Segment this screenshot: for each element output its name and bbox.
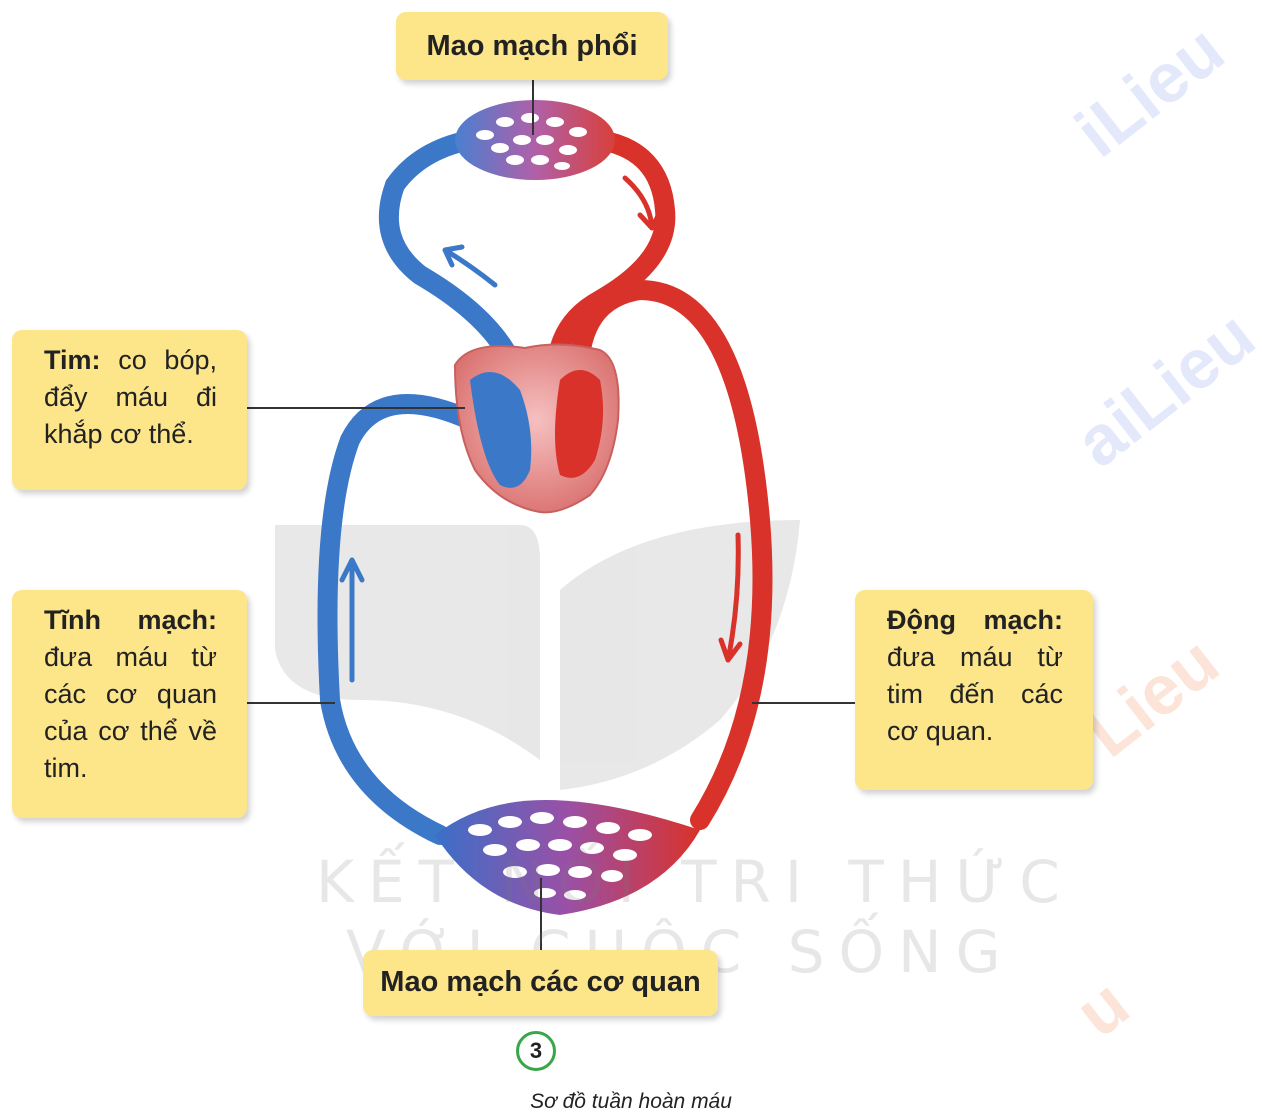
artery-description: đưa máu từ tim đến các cơ quan. [887,642,1063,746]
organ-capillaries-text: Mao mạch các cơ quan [363,968,718,997]
arrow-lung-out [445,247,495,285]
svg-text:Lieu: Lieu [1071,622,1232,772]
heart-illustration [455,344,619,512]
site-watermarks: iLieu aiLieu Lieu u [1061,10,1262,1052]
figure-caption: Sơ đồ tuần hoàn máu [0,1090,1262,1114]
vein-title: Tĩnh mạch: [44,605,217,635]
svg-text:aiLieu: aiLieu [1061,296,1262,482]
lung-capillary-network [455,100,615,180]
artery-label: Động mạch: đưa máu từ tim đến các cơ qua… [855,590,1093,790]
figure-number-badge: 3 [516,1031,556,1071]
heart-label: Tim: co bóp, đẩy máu đi khắp cơ thể. [12,330,247,490]
artery-title: Động mạch: [887,605,1063,635]
organ-capillaries-label: Mao mạch các cơ quan [363,950,718,1016]
vein-label: Tĩnh mạch: đưa máu từ các cơ quan của cơ… [12,590,247,818]
svg-text:iLieu: iLieu [1061,10,1238,172]
svg-text:u: u [1061,964,1143,1052]
lung-capillaries-text: Mao mạch phổi [396,32,668,61]
lung-capillaries-label: Mao mạch phổi [396,12,668,80]
heart-title: Tim: [44,345,101,375]
vein-description: đưa máu từ các cơ quan của cơ thể về tim… [44,642,217,783]
watermark-line-1: KẾT NỐI TRI THỨC [316,848,1074,916]
